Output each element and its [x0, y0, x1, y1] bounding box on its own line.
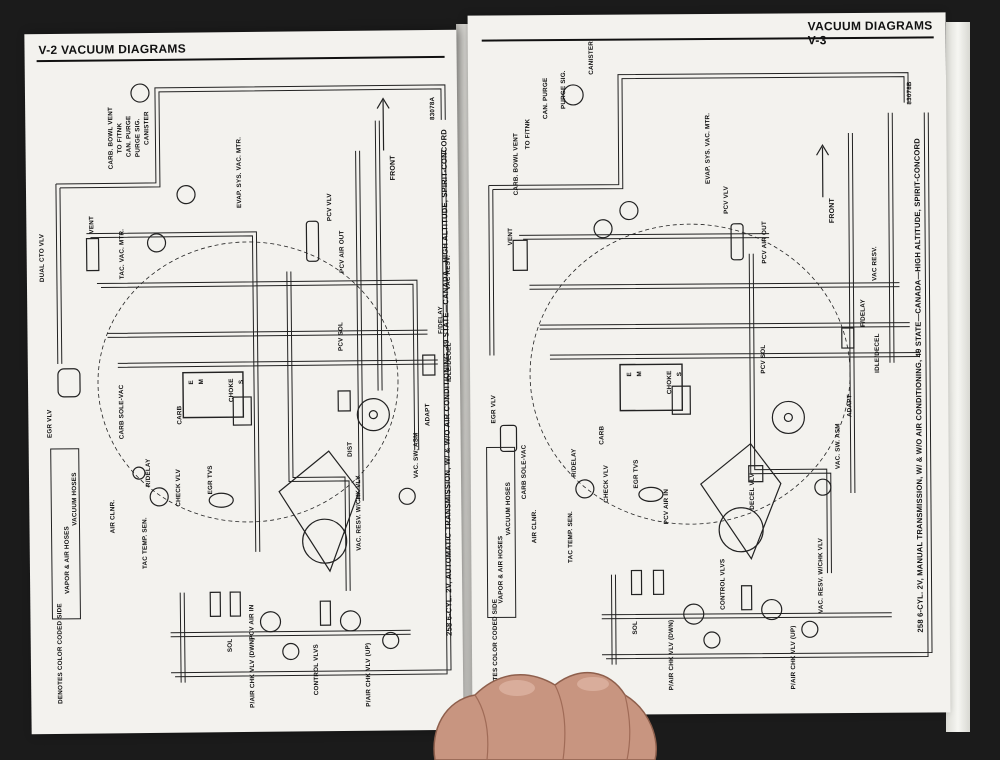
vacuum-diagram — [486, 72, 933, 665]
label-r-delay: R/DELAY — [144, 458, 153, 488]
label-p-air-chk-vlv-up: P/AIR CHK VLV (UP) — [789, 625, 798, 690]
label-egr-vlv: EGR VLV — [490, 394, 498, 424]
label-purge-sig: PURGE SIG. — [559, 70, 568, 110]
label-sol: SOL — [631, 620, 639, 635]
label-check-vlv: CHECK VLV — [602, 464, 610, 503]
label-decel-vlv: DECEL VLV — [748, 473, 757, 510]
right-page: VACUUM DIAGRAMS V-3 — [467, 12, 951, 716]
label-m: M — [636, 371, 644, 377]
label-control-vlvs: CONTROL VLVS — [719, 558, 727, 610]
label-s: S — [237, 379, 246, 385]
label-carb-sole-vac: CARB SOLE-VAC — [520, 444, 528, 500]
label-tac-temp-sen: TAC TEMP. SEN. — [567, 511, 575, 563]
label-canister: CANISTER — [587, 40, 595, 75]
label-carb: CARB — [598, 425, 606, 445]
label-control-vlvs: CONTROL VLVS — [312, 644, 321, 696]
label-pcv-air-out: PCV AIR OUT — [338, 230, 346, 274]
legend-vacuum: VACUUM HOSES — [504, 482, 513, 536]
page-stack-edge — [946, 22, 970, 732]
label-choke: CHOKE — [666, 370, 674, 395]
label-egr-tvs: EGR TVS — [206, 465, 215, 495]
label-adapt: ADAPT — [424, 403, 432, 427]
label-egr-vlv: EGR VLV — [46, 409, 54, 439]
label-vac-resv-wchk-vlv: VAC. RESV. W/CHK VLV — [354, 475, 363, 551]
legend-vacuum: VACUUM HOSES — [70, 472, 79, 526]
label-air-clnr: AIR CLNR. — [531, 509, 539, 544]
label-pcv-sol: PCV SOL — [759, 344, 768, 374]
label-idle-decel: IDLE/DECEL — [873, 333, 882, 373]
label-dual-cto-vlv: DUAL CTO VLV — [38, 233, 46, 283]
label-dist: DIST — [346, 441, 354, 457]
label-pcv-air-out: PCV AIR OUT — [761, 221, 769, 264]
label-tac-temp-sen: TAC TEMP. SEN. — [141, 517, 149, 570]
label-to-f-tnk: TO F/TNK — [524, 118, 532, 150]
label-egr-tvs: EGR TVS — [632, 459, 640, 489]
label-air-clnr: AIR CLNR. — [109, 499, 117, 534]
legend-vapor: VAPOR & AIR HOSES — [497, 535, 505, 604]
label-vac-sw-asm: VAC. SW. ASM — [834, 423, 842, 470]
figure-id: 83078A — [429, 96, 437, 121]
label-adapt: ADAPT — [846, 394, 854, 418]
label-tac-vac-mtr: TAC. VAC. MTR. — [118, 228, 126, 280]
label-pcv-sol: PCV SOL — [337, 321, 345, 352]
label-evap-sys-vac-mtr: EVAP. SYS. VAC. MTR. — [704, 112, 712, 185]
label-vent: VENT — [88, 215, 96, 234]
label-p-air-chk-vlv-dwn: P/AIR CHK VLV (DWN) — [248, 637, 257, 708]
hand-image — [433, 671, 657, 760]
front-label: FRONT — [389, 155, 397, 181]
vacuum-diagram — [50, 83, 452, 683]
label-can-purge: CAN. PURGE — [125, 115, 133, 158]
label-pcv-air-in: PCV AIR IN — [248, 604, 256, 640]
label-r-delay: R/DELAY — [570, 448, 578, 477]
label-carb: CARB — [176, 405, 184, 425]
front-label: FRONT — [828, 198, 837, 224]
legend-vapor: VAPOR & AIR HOSES — [63, 526, 72, 594]
label-e: E — [626, 372, 634, 377]
label-vent: VENT — [507, 227, 515, 246]
label-m: M — [197, 378, 206, 385]
label-check-vlv: CHECK VLV — [174, 468, 183, 507]
label-to-f-tnk: TO F/TNK — [116, 122, 124, 154]
label-vac-sw-asm: VAC. SW. ASM — [412, 432, 421, 479]
label-carb-bowl-vent: CARB. BOWL VENT — [512, 132, 520, 196]
label-carb-sole-vac: CARB SOLE-VAC — [118, 384, 126, 440]
legend-color-coded: DENOTES COLOR CODED SIDE — [56, 603, 65, 704]
figure-id: 83078B — [906, 81, 914, 105]
label-purge-sig: PURGE SIG. — [134, 118, 142, 158]
label-vac-resv-wchk-vlv: VAC. RESV. W/CHK VLV — [817, 537, 825, 614]
label-pcv-air-in: PCV AIR IN — [662, 488, 671, 525]
label-pcv-vlv: PCV VLV — [722, 185, 730, 214]
label-carb-bowl-vent: CARB. BOWL VENT — [107, 106, 115, 170]
label-evap-sys-vac-mtr: EVAP. SYS. VAC. MTR. — [235, 136, 244, 209]
label-f-delay: F/DELAY — [859, 299, 867, 327]
label-pcv-vlv: PCV VLV — [326, 193, 334, 222]
label-canister: CANISTER — [143, 111, 151, 146]
label-p-air-chk-vlv-dwn: P/AIR CHK VLV (DWN) — [667, 619, 676, 691]
label-p-air-chk-vlv-up: P/AIR CHK VLV (UP) — [364, 642, 373, 707]
label-sol: SOL — [226, 638, 234, 653]
label-vac-resv: VAC RESV. — [871, 246, 879, 281]
label-e: E — [187, 380, 196, 385]
left-page: V-2 VACUUM DIAGRAMS — [24, 29, 464, 735]
label-choke: CHOKE — [227, 378, 236, 403]
label-s: S — [676, 371, 684, 377]
label-can-purge: CAN. PURGE — [541, 77, 550, 120]
